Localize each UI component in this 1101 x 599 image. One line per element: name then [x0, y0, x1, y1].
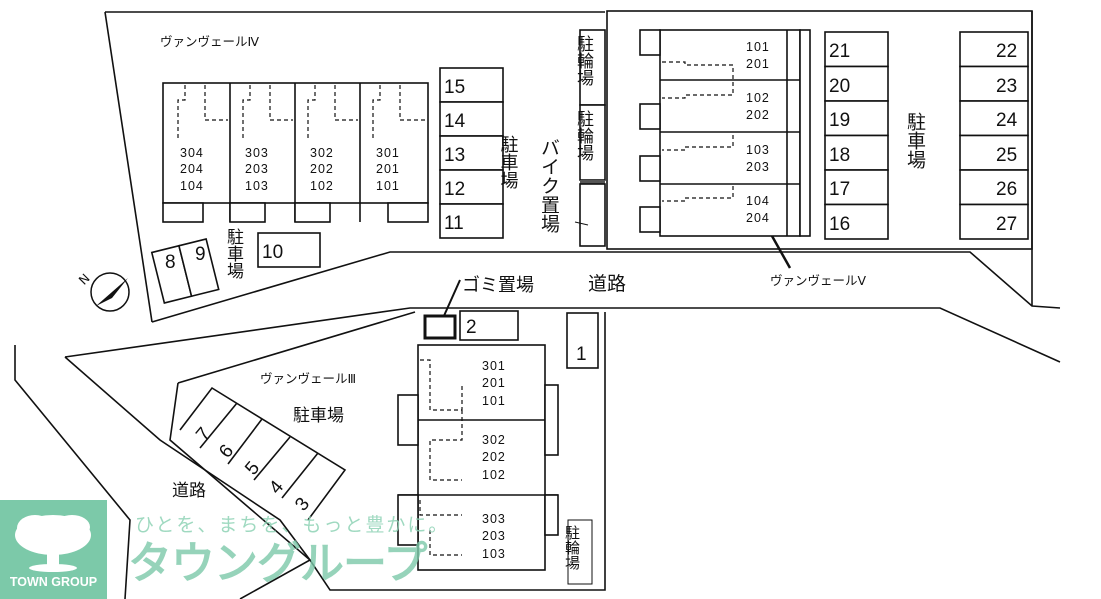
building-v: 101 201 102 202 103 203 104 204 ヴァンヴェールⅤ — [639, 29, 867, 288]
parking-center: 15 14 13 12 11 駐車場 — [439, 67, 519, 239]
parking-space-number: 18 — [829, 145, 850, 166]
bike-parking-label: バイク置場 — [538, 138, 560, 234]
unit-number: 203 — [482, 529, 506, 543]
parking-label: 駐車場 — [223, 228, 244, 280]
unit-number: 303 — [245, 146, 269, 160]
logo-brand: TOWN GROUP — [9, 575, 98, 589]
unit-number: 102 — [746, 91, 770, 105]
road-label: 道路 — [588, 273, 626, 295]
unit-number: 202 — [482, 450, 506, 464]
parking-space-number: 23 — [996, 76, 1017, 97]
unit-number: 103 — [746, 143, 770, 157]
unit-number: 104 — [746, 194, 770, 208]
unit-number: 301 — [482, 359, 506, 373]
unit-number: 203 — [245, 162, 269, 176]
parking-space-number: 24 — [996, 110, 1018, 131]
parking-space-number: 14 — [444, 111, 466, 132]
bicycle-parking-label: 駐輪場 — [563, 525, 581, 570]
garbage-label: ゴミ置場 — [462, 275, 534, 296]
building-iii-name: ヴァンヴェールⅢ — [260, 371, 356, 386]
unit-number: 103 — [245, 179, 269, 193]
parking-label: 駐車場 — [293, 406, 344, 426]
building-iv: ヴァンヴェールⅣ 304 204 104 303 203 103 302 202… — [160, 34, 429, 223]
unit-number: 302 — [310, 146, 334, 160]
unit-number: 304 — [180, 146, 204, 160]
unit-number: 202 — [746, 108, 770, 122]
parking-space-number: 5 — [241, 458, 264, 480]
parking-space-number: 6 — [215, 441, 238, 463]
bicycle-parking-label: 駐輪場 — [573, 110, 594, 162]
parking-space-number: 11 — [444, 213, 464, 234]
parking-space-number: 1 — [576, 344, 587, 365]
unit-number: 303 — [482, 512, 506, 526]
unit-number: 204 — [746, 211, 770, 225]
parking-space-number: 13 — [444, 145, 465, 166]
unit-number: 201 — [376, 162, 400, 176]
road-label: 道路 — [172, 481, 206, 501]
logo-tagline: ひとを、まちを、もっと豊かに。 — [135, 514, 450, 536]
unit-number: 104 — [180, 179, 204, 193]
parking-west: 8 9 10 駐車場 — [150, 228, 321, 304]
parking-space-number: 8 — [165, 252, 176, 273]
parking-space-number: 16 — [829, 214, 850, 235]
parking-space-number: 2 — [466, 317, 477, 338]
unit-number: 102 — [310, 179, 334, 193]
svg-text:N: N — [76, 271, 93, 288]
parking-space-number: 19 — [829, 110, 850, 131]
parking-space-number: 26 — [996, 179, 1017, 200]
tree-icon — [15, 515, 91, 572]
north-compass-icon: N — [76, 271, 130, 312]
parking-space-number: 9 — [195, 244, 206, 265]
parking-label: 駐車場 — [498, 135, 519, 190]
parking-label: 駐車場 — [904, 112, 926, 170]
parking-space-number: 3 — [291, 494, 314, 516]
logo-name-kana: タウングループ — [128, 538, 427, 589]
town-group-logo: TOWN GROUP — [0, 500, 107, 599]
parking-space-number: 15 — [444, 77, 465, 98]
parking-space-number: 21 — [829, 41, 850, 62]
parking-space-number: 7 — [192, 424, 215, 446]
parking-space-number: 17 — [829, 179, 850, 200]
unit-number: 204 — [180, 162, 204, 176]
building-iii: ヴァンヴェールⅢ 駐車場 301 201 101 302 202 102 303… — [260, 344, 593, 585]
unit-number: 103 — [482, 547, 506, 561]
unit-number: 102 — [482, 468, 506, 482]
parking-v: 21 20 19 18 17 16 駐車場 22 23 24 25 26 27 — [824, 31, 1029, 240]
bicycle-parking-label: 駐輪場 — [573, 35, 594, 87]
bicycle-area: 駐輪場 駐輪場 バイク置場 — [538, 29, 606, 247]
parking-space-number: 25 — [996, 145, 1017, 166]
unit-number: 301 — [376, 146, 400, 160]
unit-number: 202 — [310, 162, 334, 176]
site-boundaries — [14, 10, 1061, 599]
parking-space-number: 10 — [262, 242, 283, 263]
unit-number: 302 — [482, 433, 506, 447]
building-iv-units: 304 204 104 303 203 103 302 202 102 301 … — [180, 146, 400, 193]
parking-space-number: 12 — [444, 179, 465, 200]
building-v-name: ヴァンヴェールⅤ — [770, 273, 867, 288]
garbage-area: ゴミ置場 2 1 — [423, 275, 599, 369]
building-iv-name: ヴァンヴェールⅣ — [160, 34, 260, 49]
unit-number: 101 — [482, 394, 506, 408]
parking-space-number: 22 — [996, 41, 1017, 62]
unit-number: 203 — [746, 160, 770, 174]
unit-number: 101 — [746, 40, 770, 54]
parking-space-number: 20 — [829, 76, 850, 97]
unit-number: 201 — [482, 376, 506, 390]
unit-number: 101 — [376, 179, 400, 193]
unit-number: 201 — [746, 57, 770, 71]
parking-space-number: 27 — [996, 214, 1017, 235]
